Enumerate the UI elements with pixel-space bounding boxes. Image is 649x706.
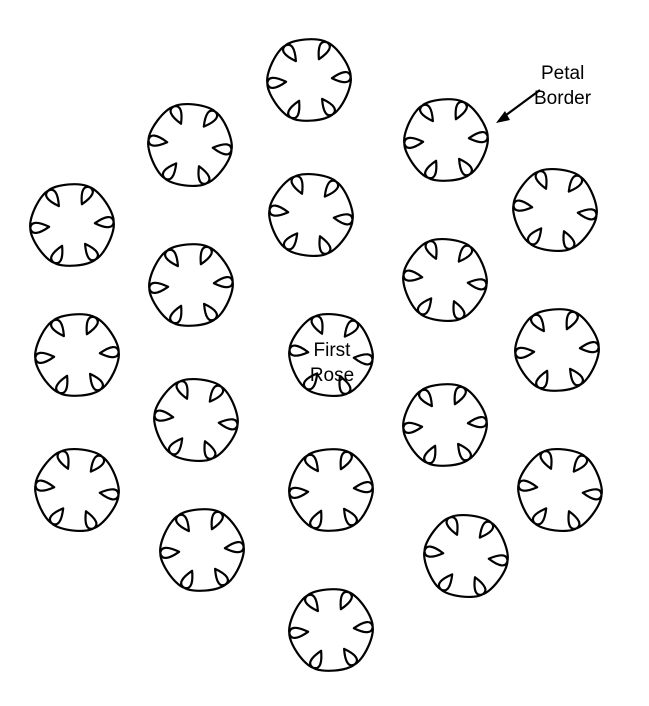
border-label: Border bbox=[534, 88, 592, 109]
rose-17 bbox=[160, 509, 244, 591]
rose-4 bbox=[269, 174, 353, 256]
rose-12 bbox=[154, 379, 238, 461]
rose-9 bbox=[35, 314, 119, 396]
rose-label: Rose bbox=[310, 365, 354, 386]
rose-1 bbox=[267, 39, 351, 121]
rose-7 bbox=[149, 244, 233, 326]
rose-15 bbox=[289, 449, 373, 531]
rose-6 bbox=[513, 169, 597, 251]
rose-13 bbox=[403, 384, 487, 466]
rose-2 bbox=[148, 104, 232, 186]
petal-label: Petal bbox=[541, 63, 584, 84]
rose-18 bbox=[424, 515, 508, 597]
rose-11 bbox=[515, 309, 599, 391]
rose-8 bbox=[403, 239, 487, 321]
rose-19 bbox=[289, 589, 373, 671]
rose-16 bbox=[518, 449, 602, 531]
petal-border-annotation: Petal Border bbox=[496, 63, 592, 123]
first-label: First bbox=[314, 340, 352, 361]
rose-3 bbox=[404, 99, 488, 181]
rose-5 bbox=[30, 184, 114, 266]
rose-14 bbox=[35, 449, 119, 531]
